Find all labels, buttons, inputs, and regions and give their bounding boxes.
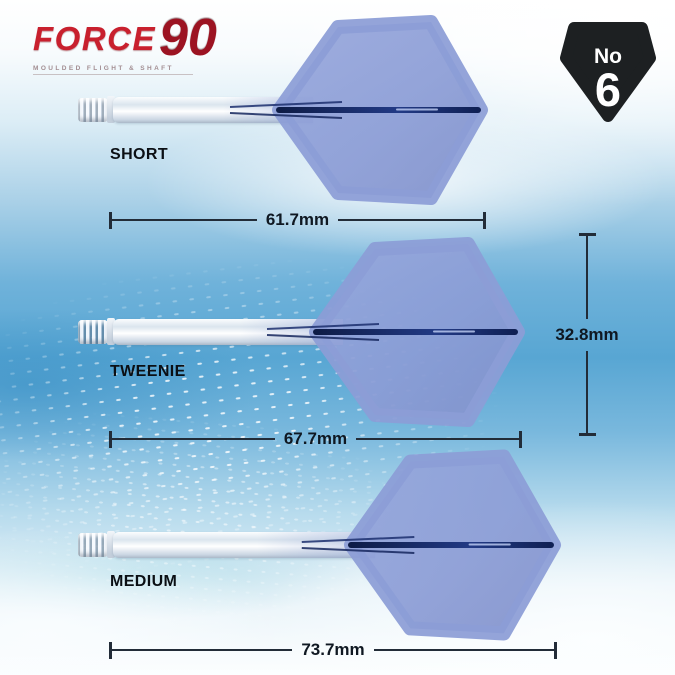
dimension-line — [338, 219, 484, 221]
dimension-line — [373, 649, 555, 651]
flight-shape — [266, 237, 525, 427]
flight-number-badge: No 6 — [560, 22, 656, 122]
dimension-value-medium: 73.7mm — [301, 640, 365, 659]
dimension-line — [112, 219, 257, 221]
dimension-medium-length: 73.7mm — [109, 640, 558, 660]
dimension-value-short: 61.7mm — [265, 210, 330, 229]
size-label-tweenie: TWEENIE — [110, 363, 186, 380]
badge-number-label: 6 — [595, 63, 621, 116]
dimension-short-length: 61.7mm — [109, 210, 487, 230]
shaft-thread-icon — [78, 320, 108, 344]
brand-logo: FORCE 90 MOULDED FLIGHT & SHAFT — [33, 12, 217, 75]
flight-shape — [229, 15, 488, 205]
dimension-tick — [578, 233, 596, 236]
logo-tagline: MOULDED FLIGHT & SHAFT — [33, 65, 193, 75]
dimension-line — [112, 438, 275, 440]
shaft-collar — [107, 96, 115, 123]
dimension-tick — [483, 211, 487, 229]
dimension-line — [356, 438, 520, 440]
dimension-tick — [554, 641, 558, 659]
dimension-line — [112, 649, 293, 651]
dimension-line — [586, 236, 588, 319]
shaft-body — [113, 319, 343, 345]
dimension-value-tweenie: 67.7mm — [283, 429, 348, 448]
dimension-line — [586, 350, 588, 433]
shaft-thread-icon — [78, 98, 108, 122]
dimension-tick — [578, 433, 596, 436]
dimension-tick — [519, 430, 523, 448]
size-label-medium: MEDIUM — [110, 573, 178, 590]
logo-brand-text: FORCE — [33, 20, 156, 57]
dimension-flight-height: 32.8mm — [552, 233, 622, 436]
badge-flight-icon — [560, 22, 656, 122]
badge-no-label: No — [594, 45, 622, 68]
flight-shape — [301, 449, 562, 641]
dimension-value-height: 32.8mm — [555, 324, 619, 344]
size-label-short: SHORT — [110, 146, 168, 163]
logo-number-text: 90 — [159, 9, 217, 67]
shaft-thread-icon — [78, 533, 108, 557]
dimension-tweenie-length: 67.7mm — [109, 429, 523, 449]
shaft-body — [113, 532, 375, 558]
